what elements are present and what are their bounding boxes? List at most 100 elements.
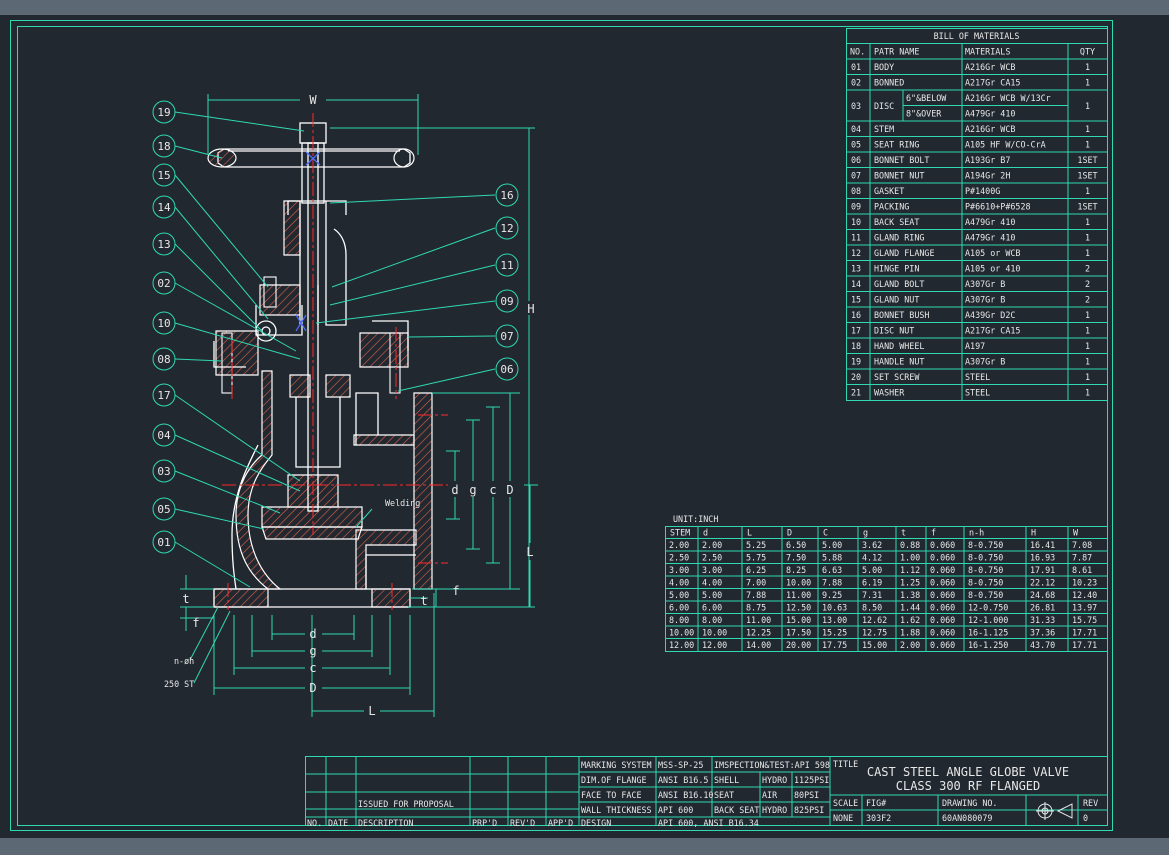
dimtable-cell: 5.00	[822, 540, 842, 550]
dimtable-cell: 10.00	[702, 628, 727, 638]
bom-row-qty: 1	[1085, 326, 1090, 336]
dimtable-cell: 12.00	[669, 640, 694, 650]
dimtable-cell: 1.38	[900, 590, 920, 600]
callout-balloon	[152, 100, 176, 124]
dimtable-cell: 17.75	[822, 640, 847, 650]
tb-hydro1: HYDRO	[762, 775, 787, 785]
dimtable-cell: 26.81	[1030, 603, 1055, 613]
dimtable-cell: 9.25	[822, 590, 842, 600]
tb-description: DESCRIPTION	[358, 818, 413, 828]
dimtable-cell: 11.00	[746, 615, 771, 625]
bom-row-material: A193Gr B7	[965, 155, 1010, 165]
dimtable-cell: 15.75	[1072, 615, 1097, 625]
callout-balloon	[152, 497, 176, 521]
bom-row-no: 10	[851, 217, 861, 227]
top-toolbar-strip	[0, 0, 1169, 15]
dimtable-cell: 8-0.750	[968, 540, 1003, 550]
dimtable-cell: 4.00	[669, 578, 689, 588]
dimtable-cell: 24.68	[1030, 590, 1055, 600]
bom-row-material: A217Gr CA15	[965, 326, 1020, 336]
callout-number: 18	[157, 140, 170, 153]
dimtable-cell: 17.71	[1072, 640, 1097, 650]
callout-balloon	[495, 289, 519, 313]
dimtable-header: d	[703, 528, 708, 538]
dimtable-header: n-h	[969, 528, 984, 538]
bom-row-qty: 1	[1085, 101, 1090, 111]
dim-D-right: D	[506, 483, 513, 497]
dim-c-bottom: c	[309, 661, 316, 675]
dimtable-cell: 6.19	[862, 578, 882, 588]
dim-d-right: d	[451, 483, 458, 497]
dimtable-cell: 8.25	[786, 565, 806, 575]
dimtable-cell: 7.08	[1072, 540, 1092, 550]
bom-row-part: BONNET BUSH	[874, 310, 929, 320]
dim-f-right: f	[452, 584, 459, 598]
dimtable-cell: 8.61	[1072, 565, 1092, 575]
bom-row-part: DISC	[874, 101, 894, 111]
callout-balloon	[152, 163, 176, 187]
callout-balloon	[495, 183, 519, 207]
dimtable-cell: 17.50	[786, 628, 811, 638]
dimtable-cell: 12-1.000	[968, 615, 1008, 625]
callout-number: 12	[500, 222, 513, 235]
dimtable-cell: 8.00	[702, 615, 722, 625]
bom-row-qty: 2	[1085, 264, 1090, 274]
tb-shell: SHELL	[714, 775, 739, 785]
dimtable-cell: 5.75	[746, 553, 766, 563]
dimtable-cell: 10.00	[669, 628, 694, 638]
tb-seat: SEAT	[714, 790, 734, 800]
bom-row-part: HANDLE NUT	[874, 357, 924, 367]
dimtable-cell: 8.50	[862, 603, 882, 613]
tb-hydro2-val: 825PSI	[794, 805, 824, 815]
bom-row-qty: 1SET	[1077, 171, 1097, 181]
bom-row-no: 04	[851, 124, 861, 134]
bom-header-qty: QTY	[1080, 47, 1095, 57]
callout-balloon	[152, 195, 176, 219]
dimtable-unit: UNIT:INCH	[673, 514, 718, 524]
dimtable-cell: 8-0.750	[968, 553, 1003, 563]
dimtable-cell: 8.00	[669, 615, 689, 625]
dimtable-cell: 15.25	[822, 628, 847, 638]
callout-number: 02	[157, 277, 170, 290]
bom-row-material: A105 or 410	[965, 264, 1020, 274]
callout-balloon	[152, 347, 176, 371]
bom-row-no: 08	[851, 186, 861, 196]
bom-row-part: WASHER	[874, 388, 905, 398]
dimtable-cell: 12.00	[702, 640, 727, 650]
dimtable-cell: 1.44	[900, 603, 920, 613]
callout-balloon	[152, 459, 176, 483]
bom-row-material: STEEL	[965, 388, 990, 398]
callout-number: 09	[500, 295, 513, 308]
dimtable-header: f	[931, 528, 936, 538]
dimtable-cell: 12.62	[862, 615, 887, 625]
bom-header-materials: MATERIALS	[965, 47, 1010, 57]
bom-row-material: A216Gr WCB W/13Cr	[965, 93, 1051, 103]
dimtable-header: g	[863, 528, 868, 538]
dimtable-cell: 0.060	[930, 603, 955, 613]
dimtable-cell: 6.25	[746, 565, 766, 575]
dimtable-cell: 5.00	[702, 590, 722, 600]
callout-balloon	[152, 311, 176, 335]
callout-balloon	[152, 383, 176, 407]
dimtable-cell: 10.23	[1072, 578, 1097, 588]
dimtable-cell: 11.00	[786, 590, 811, 600]
bom-row-qty: 1	[1085, 78, 1090, 88]
dim-t-left: t	[182, 592, 189, 606]
dimtable-cell: 7.88	[746, 590, 766, 600]
dimtable-cell: 37.36	[1030, 628, 1055, 638]
dim-g-bottom: g	[309, 644, 316, 658]
bom-row-part: HINGE PIN	[874, 264, 919, 274]
callout-number: 05	[157, 503, 170, 516]
callout-number: 17	[157, 389, 170, 402]
dimtable-cell: 16-1.125	[968, 628, 1008, 638]
dimtable-cell: 7.00	[746, 578, 766, 588]
bom-row-qty: 1	[1085, 233, 1090, 243]
tb-hydro2: HYDRO	[762, 805, 787, 815]
dimtable-cell: 7.31	[862, 590, 882, 600]
bom-row-part: GLAND FLANGE	[874, 248, 935, 258]
bom-row-no: 05	[851, 140, 861, 150]
callout-number: 08	[157, 353, 170, 366]
bom-row-qty: 1	[1085, 310, 1090, 320]
